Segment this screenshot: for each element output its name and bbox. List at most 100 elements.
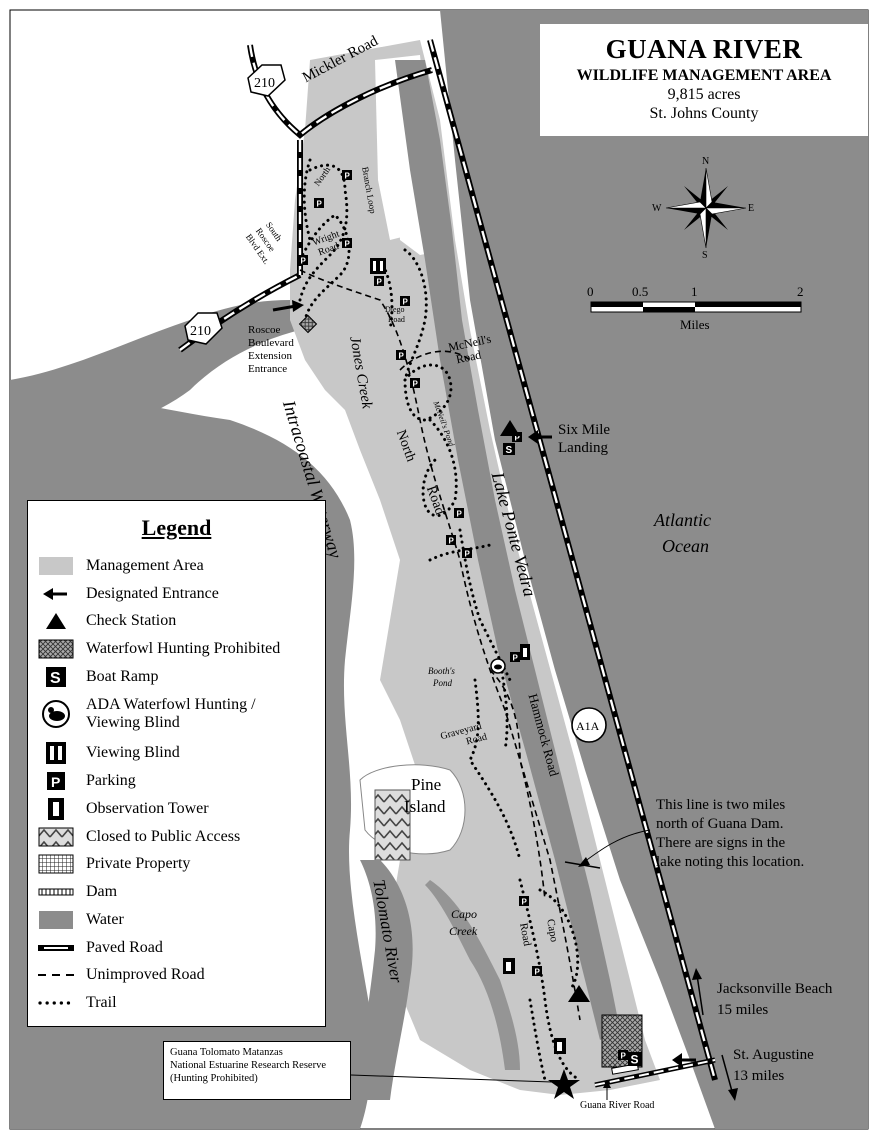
legend-item-observation-tower: Observation Tower bbox=[38, 796, 209, 822]
roscoe-entrance-label-2: Boulevard bbox=[248, 337, 294, 349]
roscoe-entrance-label-3: Extension bbox=[248, 350, 292, 362]
svg-text:A1A: A1A bbox=[576, 719, 600, 733]
pine-island-closed-area bbox=[374, 789, 411, 861]
ada-blind-icon bbox=[38, 700, 74, 728]
diego-road-label-1: Diego bbox=[385, 305, 405, 314]
capo-creek-label-2: Creek bbox=[449, 924, 478, 938]
reserve-star-icon bbox=[548, 1069, 580, 1099]
county: St. Johns County bbox=[649, 105, 759, 122]
parking-icon: P bbox=[298, 255, 308, 266]
st-augustine-label-2: 13 miles bbox=[733, 1068, 785, 1084]
reserve-callout: Guana Tolomato Matanzas National Estuari… bbox=[163, 1041, 351, 1100]
parking-markers: P P P P P P P P P P P P P P P P bbox=[298, 170, 628, 1061]
scale-tick-05: 0.5 bbox=[632, 284, 649, 299]
dam-icon bbox=[38, 880, 74, 904]
legend: Legend Management Area Designated Entran… bbox=[27, 500, 326, 1027]
booths-pond-label-2: Pond bbox=[433, 678, 452, 688]
tolomato-river-water bbox=[360, 860, 413, 1100]
boat-ramp-icon: S bbox=[38, 665, 74, 689]
waterfowl-prohibited-swatch bbox=[38, 637, 74, 661]
boat-ramp-icon: S bbox=[503, 443, 515, 456]
svg-text:210: 210 bbox=[190, 324, 211, 339]
six-mile-label-2: Landing bbox=[558, 440, 608, 456]
svg-text:S: S bbox=[631, 1053, 639, 1067]
atlantic-ocean-water bbox=[440, 10, 868, 1129]
legend-item-check-station: Check Station bbox=[38, 608, 176, 634]
svg-text:P: P bbox=[513, 654, 519, 663]
callout-line-3: (Hunting Prohibited) bbox=[170, 1073, 258, 1084]
boat-ramp-icon: S bbox=[628, 1052, 642, 1067]
check-station-south-icon bbox=[568, 985, 590, 1002]
roscoe-entrance-arrow-icon bbox=[272, 300, 304, 312]
parking-icon: P bbox=[510, 652, 520, 663]
tolomato-upper-water bbox=[10, 300, 300, 450]
note-line-3: There are signs in the bbox=[656, 835, 786, 851]
scale-bar bbox=[590, 301, 802, 313]
pine-island-label-2: Island bbox=[404, 797, 446, 816]
ada-blind-icon bbox=[490, 658, 506, 674]
parking-icon: P bbox=[400, 296, 410, 307]
note-line-1: This line is two miles bbox=[656, 797, 786, 813]
observation-tower-icon bbox=[554, 1038, 566, 1054]
a1a-road-outer bbox=[427, 39, 718, 1081]
six-mile-entrance-arrow-icon bbox=[528, 430, 552, 444]
viewing-blind-icon bbox=[38, 741, 74, 765]
atlantic-label-1: Atlantic bbox=[654, 510, 711, 530]
svg-text:P: P bbox=[399, 352, 405, 361]
st-augustine-label-1: St. Augustine bbox=[733, 1047, 814, 1063]
guana-river-road-label: Guana River Road bbox=[580, 1100, 655, 1111]
svg-text:P: P bbox=[522, 898, 528, 907]
callout-line-2: National Estuarine Research Reserve bbox=[170, 1060, 326, 1071]
waterfowl-prohibited-marker bbox=[298, 314, 318, 334]
legend-item-paved-road: Paved Road bbox=[38, 935, 163, 961]
observation-tower-icon bbox=[503, 958, 515, 974]
svg-text:P: P bbox=[465, 550, 471, 559]
six-mile-label-1: Six Mile bbox=[558, 422, 611, 438]
lake-ponte-vedra-water bbox=[395, 60, 620, 1040]
svg-text:P: P bbox=[403, 298, 409, 307]
svg-text:P: P bbox=[317, 200, 323, 209]
scale-tick-2: 2 bbox=[797, 284, 804, 299]
parking-icon: P bbox=[512, 432, 522, 443]
legend-item-private-property: Private Property bbox=[38, 851, 190, 877]
two-mile-line bbox=[564, 861, 601, 869]
scale-tick-0: 0 bbox=[587, 284, 594, 299]
svg-text:210: 210 bbox=[254, 76, 275, 91]
capo-creek-label-1: Capo bbox=[451, 907, 478, 921]
legend-item-boat-ramp: S Boat Ramp bbox=[38, 664, 158, 690]
svg-text:P: P bbox=[413, 380, 419, 389]
check-station-triangle-icon bbox=[38, 609, 74, 633]
legend-item-dam: Dam bbox=[38, 879, 117, 905]
south-entrance-arrow-icon bbox=[672, 1053, 696, 1067]
parking-icon: P bbox=[462, 548, 472, 559]
parking-icon: P bbox=[532, 966, 542, 977]
compass-e: E bbox=[748, 203, 755, 214]
map-subtitle: WILDLIFE MANAGEMENT AREA bbox=[576, 67, 832, 84]
parking-icon: P bbox=[396, 350, 406, 361]
svg-text:P: P bbox=[51, 774, 60, 790]
mcneils-road bbox=[399, 350, 471, 371]
map-title: GUANA RIVER bbox=[605, 34, 803, 64]
legend-item-unimproved-road: Unimproved Road bbox=[38, 962, 205, 988]
observation-tower-icon bbox=[520, 644, 530, 660]
parking-icon: P bbox=[410, 378, 420, 389]
compass-n: N bbox=[702, 156, 710, 167]
st-augustine-arrow-icon bbox=[721, 1054, 738, 1101]
parking-icon: P bbox=[342, 170, 352, 181]
pine-island-label-1: Pine bbox=[411, 775, 442, 794]
compass-w: W bbox=[652, 203, 662, 214]
parking-icon: P bbox=[519, 896, 529, 907]
parking-icon: P bbox=[618, 1050, 628, 1061]
callout-line-1: Guana Tolomato Matanzas bbox=[170, 1047, 283, 1058]
booths-pond-label-1: Booth's bbox=[428, 666, 455, 676]
svg-text:P: P bbox=[449, 537, 455, 546]
svg-text:P: P bbox=[515, 434, 521, 443]
jacksonville-arrow-icon bbox=[692, 968, 704, 1016]
parking-icon: P bbox=[446, 535, 456, 546]
legend-item-entrance: Designated Entrance bbox=[38, 581, 219, 607]
svg-text:S: S bbox=[50, 670, 61, 687]
legend-item-closed-area: Closed to Public Access bbox=[38, 824, 240, 850]
water-swatch bbox=[38, 908, 74, 932]
route-210-shield-north: 210 bbox=[247, 64, 286, 97]
